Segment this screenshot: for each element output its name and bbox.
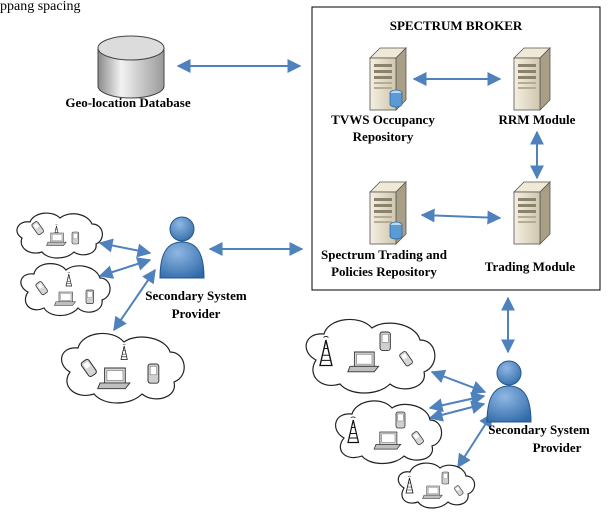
tvws-occupancy-label: TVWS Occupancy (331, 112, 435, 127)
left-cloud-3-icon (61, 332, 185, 404)
rrm-module-label: RRM Module (499, 112, 576, 127)
arrow-left-ssp-cloud3 (113, 268, 156, 332)
arrow-left-ssp-cloud2 (98, 257, 152, 279)
right-ssp-line2: Provider (533, 440, 582, 455)
left-cloud-1-icon (16, 212, 103, 259)
spectrum-broker-box (311, 6, 601, 291)
trading-module-label: Trading Module (485, 259, 576, 274)
geo-location-database-icon (97, 35, 165, 99)
arrow-right-ssp-cloud3 (457, 412, 493, 469)
left-ssp-line1: Secondary System (145, 288, 247, 303)
right-secondary-provider-person-icon (486, 360, 532, 423)
spectrum-trading-repository-server-icon (369, 181, 407, 245)
connection-arrows (98, 59, 544, 469)
spectrum-broker-title: SPECTRUM BROKER (390, 18, 523, 33)
right-cloud-2-icon (335, 400, 443, 465)
geo-location-database-label: Geo-location Database (65, 95, 191, 110)
left-secondary-provider-person-icon (159, 216, 205, 279)
spectrum-trading-label: Spectrum Trading and (321, 247, 448, 262)
arrow-left-ssp-cloud1 (98, 238, 152, 258)
right-cloud-3-icon (397, 462, 476, 509)
arrow-repo-trading (420, 208, 502, 225)
left-cloud-2-icon (20, 263, 111, 317)
header-fragment-text: ppang spacing (0, 0, 80, 14)
policies-repository-label: Policies Repository (331, 264, 437, 279)
right-ssp-line1: Secondary System (488, 422, 590, 437)
rrm-module-server-icon (513, 47, 551, 111)
tvws-occupancy-repository-server-icon (369, 47, 407, 111)
tvws-repository-label: Repository (353, 129, 414, 144)
arrow-right-ssp-cloud1 (430, 369, 487, 395)
arrow-right-ssp-cloud2b (428, 400, 486, 422)
trading-module-server-icon (513, 181, 551, 245)
left-ssp-line2: Provider (172, 306, 221, 321)
right-cloud-1-icon (305, 318, 436, 394)
